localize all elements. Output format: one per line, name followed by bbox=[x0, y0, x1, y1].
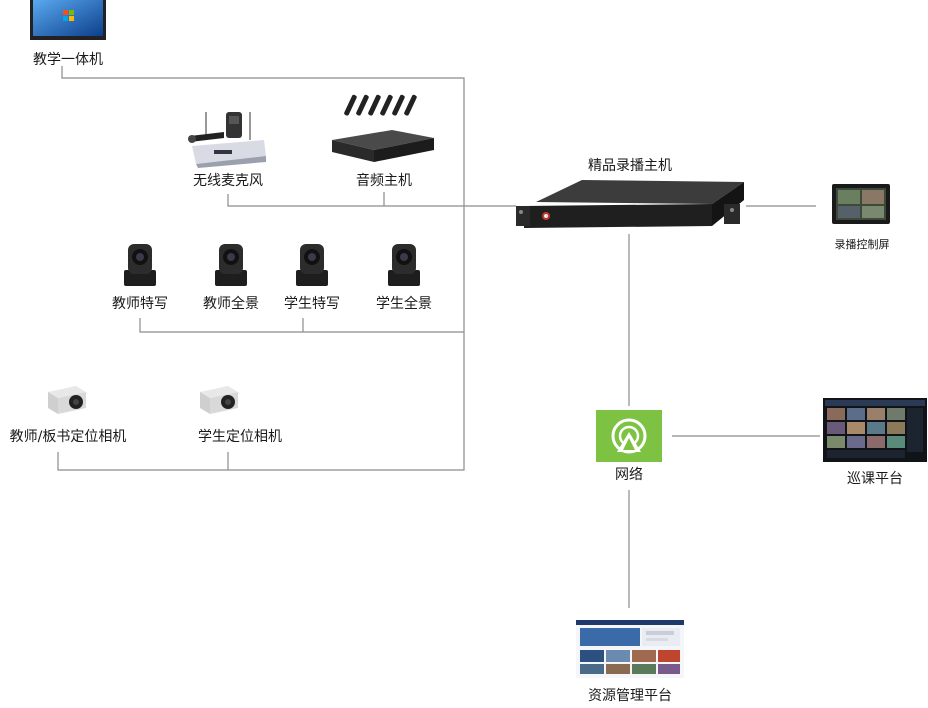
ptz-camera-icon bbox=[124, 244, 156, 286]
wireless-mic-device bbox=[188, 106, 268, 172]
microphone-receiver-icon bbox=[188, 112, 266, 168]
ptz-camera-icon bbox=[296, 244, 328, 286]
teaching-pc-label: 教学一体机 bbox=[33, 52, 103, 68]
cloud-network-icon bbox=[596, 410, 662, 462]
teacher-closeup-label: 教师特写 bbox=[112, 296, 168, 312]
audio-host-device bbox=[330, 90, 436, 168]
recording-screen-device bbox=[832, 184, 890, 228]
recording-screen-label: 录播控制屏 bbox=[834, 238, 890, 251]
student-panorama-camera bbox=[386, 240, 422, 292]
audio-rack-icon bbox=[332, 94, 434, 162]
network-device bbox=[596, 410, 662, 466]
teaching-pc-device bbox=[30, 0, 106, 44]
recording-host-label: 精品录播主机 bbox=[588, 158, 672, 174]
patrol-platform-label: 巡课平台 bbox=[847, 471, 903, 487]
student-locator-label: 学生定位相机 bbox=[198, 429, 282, 445]
student-locator-camera bbox=[198, 384, 240, 420]
recording-host-device bbox=[516, 176, 744, 238]
teacher-panorama-camera bbox=[213, 240, 249, 292]
ptz-camera-icon bbox=[388, 244, 420, 286]
box-camera-icon bbox=[200, 386, 238, 414]
resource-platform-label: 资源管理平台 bbox=[588, 688, 672, 704]
wireless-mic-label: 无线麦克风 bbox=[193, 173, 263, 189]
video-wall-icon bbox=[823, 398, 927, 462]
web-portal-icon bbox=[576, 620, 684, 678]
monitor-icon bbox=[30, 0, 106, 40]
ptz-camera-icon bbox=[215, 244, 247, 286]
audio-bus-line bbox=[227, 194, 516, 207]
bus-line bbox=[57, 66, 465, 471]
network-label: 网络 bbox=[615, 467, 643, 483]
audio-host-label: 音频主机 bbox=[356, 173, 412, 189]
teacher-board-locator-label: 教师/板书定位相机 bbox=[9, 429, 127, 445]
student-closeup-camera bbox=[294, 240, 330, 292]
patrol-platform-device bbox=[823, 398, 927, 466]
box-camera-icon bbox=[48, 386, 86, 414]
rack-server-icon bbox=[516, 180, 744, 228]
teacher-board-locator-camera bbox=[46, 384, 88, 420]
resource-platform-device bbox=[576, 620, 684, 682]
teacher-panorama-label: 教师全景 bbox=[203, 296, 259, 312]
teacher-closeup-camera bbox=[122, 240, 158, 292]
ptz-bus-line bbox=[139, 318, 464, 333]
student-panorama-label: 学生全景 bbox=[376, 296, 432, 312]
touch-screen-icon bbox=[832, 184, 890, 224]
student-closeup-label: 学生特写 bbox=[284, 296, 340, 312]
